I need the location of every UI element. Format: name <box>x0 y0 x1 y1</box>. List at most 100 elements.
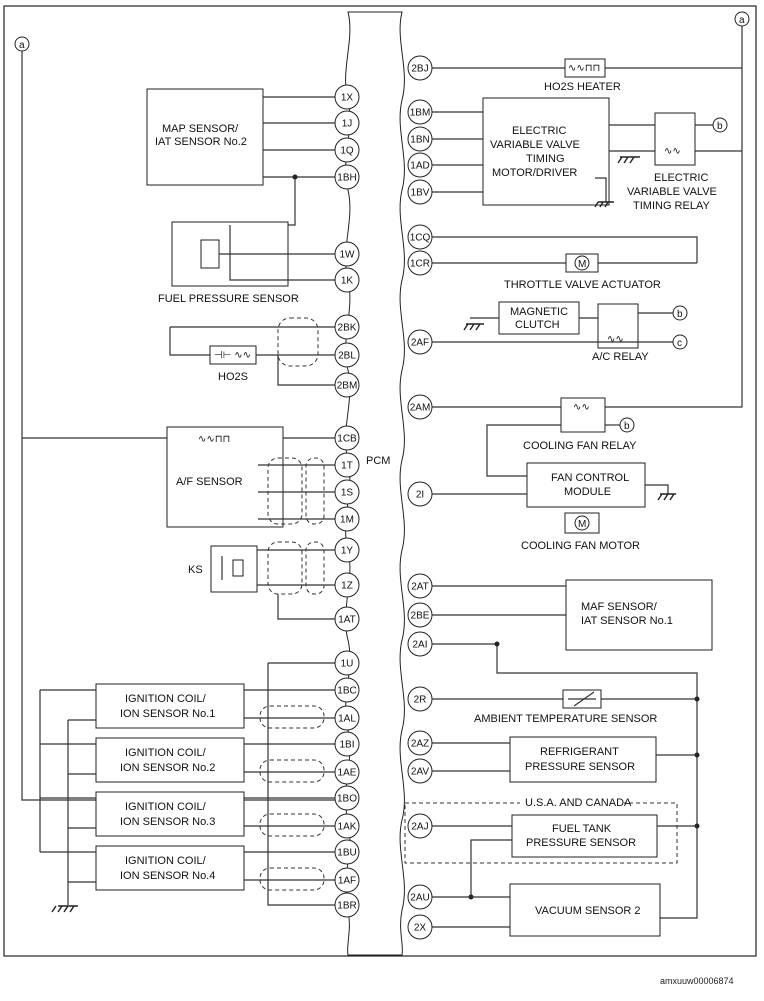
wire-2ai <box>420 643 698 919</box>
pin-label: 1Q <box>340 146 354 157</box>
pin-terminal: 1Q <box>334 137 360 163</box>
pin-terminal: 1BU <box>334 839 360 865</box>
connector-a-right-label: a <box>739 15 745 26</box>
pin-label: 1Y <box>341 546 354 557</box>
pin-label: 1S <box>341 488 354 499</box>
pin-terminal: 2AI <box>407 631 433 657</box>
pin-terminal: 1BM <box>407 99 433 125</box>
pin-label: 1J <box>342 119 353 130</box>
pin-label: 1BC <box>337 686 356 697</box>
pin-label: 1BR <box>337 901 356 912</box>
ho2s-heater-label: HO2S HEATER <box>544 81 621 93</box>
wire-1at-left <box>277 594 335 620</box>
ign-shield-2 <box>259 759 325 783</box>
fuel-tank-label-2: PRESSURE SENSOR <box>526 837 636 849</box>
ign-shield-3 <box>259 813 325 837</box>
diagram-frame <box>3 5 757 957</box>
wire-2bk <box>169 326 335 356</box>
usa-canada-label-bg <box>520 796 624 808</box>
pin-label: 2AJ <box>411 822 428 833</box>
pin-terminal: 1CQ <box>407 224 433 250</box>
throttle-valve-motor: M <box>565 253 599 273</box>
pin-terminal: 2R <box>407 686 433 712</box>
maf-sensor-label-2: IAT SENSOR No.1 <box>581 615 673 627</box>
fuel-tank-ref <box>470 839 512 897</box>
pin-terminal: 1BV <box>407 179 433 205</box>
pin-label: 2BE <box>411 611 430 622</box>
connector-a-right: a <box>734 11 750 27</box>
ign-coil-4-label-1: IGNITION COIL/ <box>125 855 207 867</box>
junction-dot <box>494 641 500 647</box>
evvt-motor-label-3: TIMING <box>526 153 565 165</box>
ks-sensor-block <box>210 545 258 593</box>
ign-coil-2-label-1: IGNITION COIL/ <box>125 747 207 759</box>
wire-1k <box>229 225 335 281</box>
map-sensor-label-1: MAP SENSOR/ <box>162 123 239 135</box>
evvt-out <box>595 124 655 202</box>
throttle-motor-symbol: M <box>578 259 586 270</box>
right-bus-a <box>420 26 743 408</box>
pin-label: 2AF <box>411 338 429 349</box>
pin-terminal: 1U <box>334 650 360 676</box>
ign-coil-1-label-2: ION SENSOR No.1 <box>120 708 215 720</box>
maf-sensor-block: MAF SENSOR/ IAT SENSOR No.1 <box>565 579 713 651</box>
pin-label: 1CR <box>410 259 430 270</box>
pin-label: 2I <box>416 490 424 501</box>
ac-relay-symbol: ∿∿ <box>607 334 624 345</box>
connector-b-ac-label: b <box>677 309 683 320</box>
ign-coil-1-label-1: IGNITION COIL/ <box>125 693 207 705</box>
cooling-fan-relay-symbol: ∿∿ <box>573 402 590 413</box>
ho2s-shield <box>277 317 319 367</box>
pin-label: 1AD <box>410 161 429 172</box>
fuel-pressure-sensor-label: FUEL PRESSURE SENSOR <box>158 293 299 305</box>
fuel-pressure-sensor-block: FUEL PRESSURE SENSOR <box>158 221 299 305</box>
ambient-temp-sensor <box>562 689 602 709</box>
pin-label: 2BL <box>338 351 356 362</box>
pin-label: 2BK <box>338 323 357 334</box>
cooling-fan-relay: ∿∿ <box>560 397 606 433</box>
evvt-motor-block: ELECTRIC VARIABLE VALVE TIMING MOTOR/DRI… <box>482 97 610 206</box>
pin-label: 1X <box>341 93 354 104</box>
pin-label: 2AV <box>411 767 429 778</box>
pin-terminal: 1AD <box>407 152 433 178</box>
connector-c-ac-label: c <box>677 338 682 349</box>
pin-label: 1K <box>341 276 354 287</box>
cooling-fan-motor-label: COOLING FAN MOTOR <box>521 540 640 552</box>
ground-symbol-left <box>51 905 78 913</box>
pin-label: 1Z <box>341 581 353 592</box>
ground-symbol-clutch <box>463 323 484 331</box>
ho2s-symbol: ⊣⊢ ∿∿ <box>214 350 251 361</box>
fan-control-label-2: MODULE <box>564 486 611 498</box>
connector-a-left: a <box>14 36 30 52</box>
fan-control-module: FAN CONTROL MODULE <box>526 462 646 508</box>
magnetic-clutch-label-1: MAGNETIC <box>510 306 568 318</box>
pin-terminal: 1T <box>334 452 360 478</box>
ignition-coil-3: IGNITION COIL/ ION SENSOR No.3 <box>95 791 245 837</box>
pin-terminal: 1BC <box>334 677 360 703</box>
footer-code: amxuuw00006874 <box>660 976 734 986</box>
pin-terminal: 1BO <box>334 785 360 811</box>
pin-terminal: 2AT <box>407 573 433 599</box>
pin-terminal: 1CR <box>407 250 433 276</box>
pin-terminal: 1X <box>334 84 360 110</box>
ign-coil-4-label-2: ION SENSOR No.4 <box>120 870 215 882</box>
af-heater-symbol: ∿∿⊓⊓ <box>198 434 230 445</box>
ign-left-links <box>40 689 96 883</box>
pin-label: 1W <box>340 250 356 261</box>
af-sensor-block: A/F SENSOR ∿∿⊓⊓ <box>166 426 284 528</box>
ac-relay: ∿∿ <box>597 303 639 349</box>
ground-symbol-evvt-relay <box>617 156 640 164</box>
ign-coil-3-label-2: ION SENSOR No.3 <box>120 816 215 828</box>
pin-terminal: 1AF <box>334 867 360 893</box>
pin-label: 1AT <box>338 615 356 626</box>
pin-label: 1AL <box>338 714 356 725</box>
pin-label: 1BH <box>337 173 356 184</box>
ho2s-heater: ∿∿⊓⊓ HO2S HEATER <box>544 58 621 93</box>
evvt-relay-label-2: VARIABLE VALVE <box>627 186 717 198</box>
vacuum-sensor-2: VACUUM SENSOR 2 <box>509 883 661 937</box>
fan-control-label-1: FAN CONTROL <box>551 472 629 484</box>
connector-b-ac: b <box>672 305 688 321</box>
pin-terminal: 2AU <box>407 884 433 910</box>
pin-label: 1BM <box>410 108 431 119</box>
ign-shield-1 <box>259 705 325 729</box>
